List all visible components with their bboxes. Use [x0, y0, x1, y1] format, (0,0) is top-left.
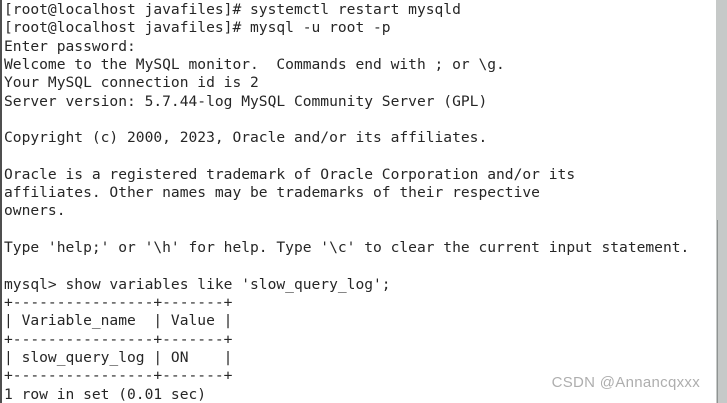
result-table-border-top: +----------------+-------+ [4, 294, 233, 311]
terminal-line-blank [4, 221, 711, 239]
terminal-output[interactable]: [root@localhost javafiles]# systemctl re… [4, 1, 711, 403]
result-table-header-row: | Variable_name | Value | [4, 312, 233, 330]
terminal-line-command-restart: [root@localhost javafiles]# systemctl re… [4, 1, 461, 18]
result-table-border-mid: +----------------+-------+ [4, 330, 233, 348]
terminal-line-trademark-2: affiliates. Other names may be trademark… [4, 184, 540, 202]
scrollbar-thumb[interactable] [716, 0, 727, 220]
result-table-border-bottom: +----------------+-------+ [4, 367, 233, 385]
terminal-line-enter-password: Enter password: [4, 37, 145, 55]
terminal-line-blank [4, 111, 711, 129]
scrollbar-track-border [717, 220, 718, 403]
terminal-line-help-hint: Type 'help;' or '\h' for help. Type '\c'… [4, 239, 690, 257]
terminal-line-mysql-query: mysql> show variables like 'slow_query_l… [4, 275, 391, 293]
terminal-line-blank [4, 257, 711, 275]
terminal-line-row-count: 1 row in set (0.01 sec) [4, 385, 207, 403]
terminal-line-server-version: Server version: 5.7.44-log MySQL Communi… [4, 92, 488, 110]
terminal-line-trademark-3: owners. [4, 202, 66, 220]
terminal-line-command-mysql-login: [root@localhost javafiles]# mysql -u roo… [4, 19, 391, 37]
terminal-left-border [0, 0, 2, 403]
terminal-line-trademark-1: Oracle is a registered trademark of Orac… [4, 165, 576, 183]
terminal-line-copyright: Copyright (c) 2000, 2023, Oracle and/or … [4, 129, 488, 147]
scrollbar[interactable] [716, 0, 727, 403]
result-table-data-row: | slow_query_log | ON | [4, 348, 233, 366]
terminal-line-welcome: Welcome to the MySQL monitor. Commands e… [4, 55, 505, 73]
terminal-line-connection-id: Your MySQL connection id is 2 [4, 74, 259, 92]
watermark: CSDN @Annancqxxx [551, 374, 700, 391]
terminal-line-blank [4, 148, 711, 166]
